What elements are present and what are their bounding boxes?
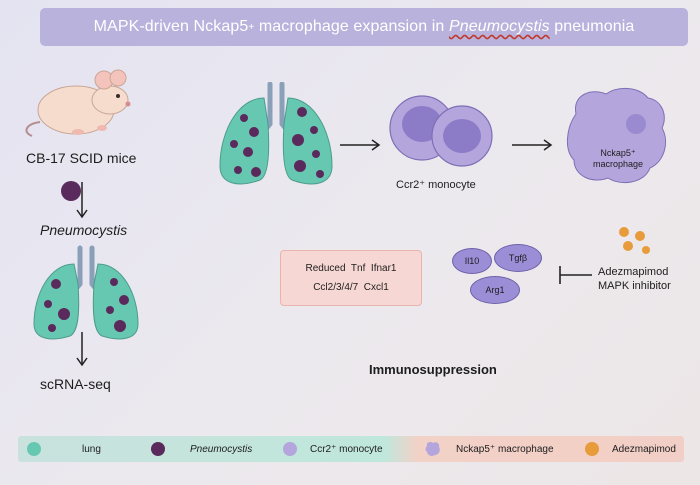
arrow-down-icon — [76, 182, 88, 219]
pneumocystis-swatch-icon — [151, 442, 165, 456]
macrophage-label-line1: Nckap5⁺ — [600, 148, 636, 158]
drug-name: Adezmapimod — [598, 266, 669, 278]
arrow-down-icon-2 — [76, 332, 88, 367]
legend-label-macrophage: Nckap5⁺ macrophage — [456, 443, 554, 455]
legend-item-monocyte: Ccr2⁺ monocyte — [282, 436, 383, 462]
arg1-ellipse: Arg1 — [470, 276, 520, 304]
il10-label: Il10 — [464, 256, 480, 266]
tgfb-ellipse: Tgfβ — [494, 244, 542, 272]
tgfb-label: Tgfβ — [508, 253, 528, 263]
macrophage-swatch-icon — [425, 442, 440, 456]
legend-label-adezmapimod: Adezmapimod — [612, 443, 676, 455]
reduced-line1: Reduced Tnf Ifnar1 — [305, 263, 397, 274]
legend-label-pneumocystis: Pneumocystis — [190, 443, 253, 455]
arrow-right-icon — [340, 139, 381, 151]
legend-item-pneumocystis: Pneumocystis — [150, 436, 252, 462]
monocyte-swatch-icon — [283, 442, 297, 456]
inhibition-icon — [559, 266, 592, 284]
readout-label: scRNA-seq — [40, 376, 111, 392]
il10-ellipse: Il10 — [452, 248, 492, 274]
monocyte-label: Ccr2⁺ monocyte — [396, 179, 476, 191]
title-banner: MAPK-driven Nckap5+ macrophage expansion… — [40, 8, 688, 46]
macrophage-label: Nckap5⁺ macrophage — [586, 148, 650, 170]
monocyte-icon — [389, 95, 493, 167]
legend-item-macrophage: Nckap5⁺ macrophage — [424, 436, 554, 462]
title-middle: macrophage expansion in — [254, 18, 449, 35]
lung-icon-left — [33, 245, 139, 340]
mouse-label: CB-17 SCID mice — [26, 150, 137, 166]
title-sup: + — [248, 21, 255, 33]
title-prefix: MAPK-driven Nckap5 — [93, 18, 249, 35]
lung-icon-large — [219, 82, 333, 185]
legend-item-lung: lung — [26, 436, 101, 462]
lung-swatch-icon — [27, 442, 41, 456]
legend-label-lung: lung — [82, 443, 101, 455]
legend-bar: lung Pneumocystis Ccr2⁺ monocyte Nckap5⁺… — [18, 436, 684, 462]
reduced-genes-box: Reduced Tnf Ifnar1 Ccl2/3/4/7 Cxcl1 — [280, 250, 422, 306]
pneumocystis-icon — [61, 181, 81, 201]
title-pathogen: Pneumocystis — [448, 18, 550, 35]
outcome-label: Immunosuppression — [369, 362, 497, 377]
legend-label-monocyte: Ccr2⁺ monocyte — [310, 443, 383, 455]
arrow-right-icon-2 — [512, 139, 553, 151]
arg1-label: Arg1 — [485, 285, 505, 295]
adezmapimod-swatch-icon — [585, 442, 599, 456]
macrophage-icon — [567, 88, 666, 184]
reduced-line2: Ccl2/3/4/7 Cxcl1 — [313, 282, 389, 293]
title-suffix: pneumonia — [549, 18, 635, 35]
adezmapimod-icon — [619, 227, 650, 254]
mouse-icon — [25, 69, 131, 137]
pathogen-label: Pneumocystis — [40, 222, 128, 238]
legend-item-adezmapimod: Adezmapimod — [584, 436, 676, 462]
macrophage-label-line2: macrophage — [592, 159, 644, 169]
drug-class: MAPK inhibitor — [598, 280, 671, 292]
